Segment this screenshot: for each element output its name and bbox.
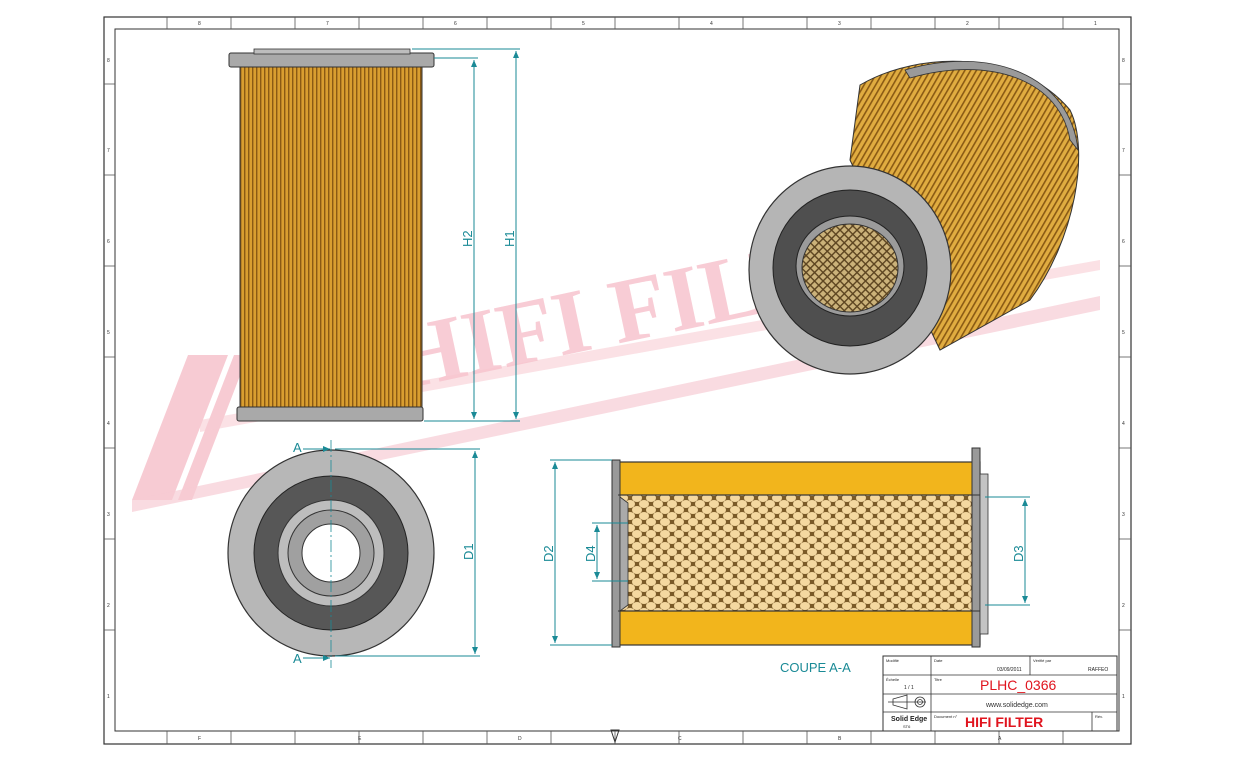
- section-left-flange: [619, 496, 629, 612]
- zone-label-bottom: B: [838, 736, 842, 742]
- dimension-h2: H2: [460, 230, 475, 247]
- zone-label-side: 3: [107, 512, 110, 518]
- zone-label-top: 3: [838, 21, 841, 27]
- zone-label-side: 5: [107, 330, 110, 336]
- zone-label-top: 4: [710, 21, 713, 27]
- section-right-cap: [971, 447, 981, 648]
- tb-part-number: PLHC_0366: [980, 677, 1056, 693]
- section-media-bottom: [617, 610, 981, 646]
- zone-label-side: 8: [107, 58, 110, 64]
- tb-website: www.solidedge.com: [985, 702, 1048, 709]
- section-caption: COUPE A-A: [780, 660, 851, 675]
- zone-label-top: 1: [1094, 21, 1097, 27]
- projection-icon: [888, 694, 926, 710]
- zone-labels: 8 7 6 5 4 3 2 1 8 7 6 5 4 3 2 1 8 7 6 5 …: [107, 21, 1125, 742]
- zone-label-side: 2: [1122, 603, 1125, 609]
- zone-label-bottom: F: [198, 736, 201, 742]
- zone-label-side: 2: [107, 603, 110, 609]
- zone-label-side: 5: [1122, 330, 1125, 336]
- zone-label-side: 4: [107, 421, 110, 427]
- zone-label-bottom: A: [998, 736, 1002, 742]
- top-end-cap-rim: [253, 48, 411, 55]
- zone-label-top: 6: [454, 21, 457, 27]
- zone-label-side: 8: [1122, 58, 1125, 64]
- zone-label-side: 7: [1122, 148, 1125, 154]
- tb-brand: HIFI FILTER: [965, 714, 1043, 730]
- zone-label-top: 2: [966, 21, 969, 27]
- zone-label-side: 3: [1122, 512, 1125, 518]
- zone-label-bottom: E: [358, 736, 362, 742]
- tb-date-value: 03/09/2011: [997, 667, 1022, 673]
- section-left-cap: [611, 459, 621, 648]
- end-view: [227, 440, 435, 668]
- tb-author-label: Modifié: [886, 658, 900, 663]
- tb-doc-label: Document n°: [934, 714, 958, 719]
- section-core-mesh: [617, 494, 979, 612]
- tb-software-sub: ST6: [903, 724, 911, 729]
- tb-scale-label: Échelle: [886, 677, 900, 682]
- zone-label-side: 6: [107, 239, 110, 245]
- zone-label-side: 7: [107, 148, 110, 154]
- tb-company-code: RAFFEO: [1088, 667, 1108, 673]
- iso-inner-mesh: [801, 223, 899, 313]
- iso-back-rim: [904, 61, 1079, 152]
- ruler-ticks: [104, 17, 1131, 744]
- zone-label-side: 1: [1122, 694, 1125, 700]
- isometric-view: [748, 60, 1080, 375]
- height-dimensions: [412, 48, 520, 422]
- section-marker-bottom: A: [293, 651, 302, 666]
- bottom-end-cap: [236, 406, 424, 422]
- section-view: [611, 447, 989, 648]
- dimension-h1: H1: [502, 230, 517, 247]
- tb-scale-value: 1 / 1: [904, 685, 914, 691]
- tb-title-label: Titre: [934, 677, 943, 682]
- dimension-d3: D3: [1011, 545, 1026, 562]
- section-marker-top: A: [293, 440, 302, 455]
- tb-checked-label: Vérifié par: [1033, 658, 1052, 663]
- dimension-d1: D1: [461, 543, 476, 560]
- title-block: [882, 655, 1118, 732]
- section-right-flange: [979, 473, 989, 635]
- zone-label-side: 1: [107, 694, 110, 700]
- tb-software: Solid Edge: [891, 716, 927, 723]
- zone-label-bottom: C: [678, 736, 682, 742]
- filter-media: [239, 65, 423, 409]
- tb-date-label: Date: [934, 658, 943, 663]
- dimension-d4: D4: [583, 545, 598, 562]
- top-end-cap: [228, 52, 435, 68]
- zone-label-bottom: D: [518, 736, 522, 742]
- d1-dimension: [335, 448, 480, 657]
- section-dimensions: [550, 459, 1030, 646]
- zone-label-top: 7: [326, 21, 329, 27]
- zone-label-top: 5: [582, 21, 585, 27]
- center-bore: [301, 523, 361, 583]
- section-media-top: [617, 461, 981, 496]
- dimension-d2: D2: [541, 545, 556, 562]
- tb-rev-label: Rév.: [1095, 714, 1103, 719]
- inner-frame: [114, 28, 1120, 732]
- zone-label-top: 8: [198, 21, 201, 27]
- front-view: [228, 48, 435, 422]
- zone-label-side: 4: [1122, 421, 1125, 427]
- outer-frame: [103, 16, 1132, 745]
- zone-label-side: 6: [1122, 239, 1125, 245]
- projection-symbol-icon: [610, 729, 620, 744]
